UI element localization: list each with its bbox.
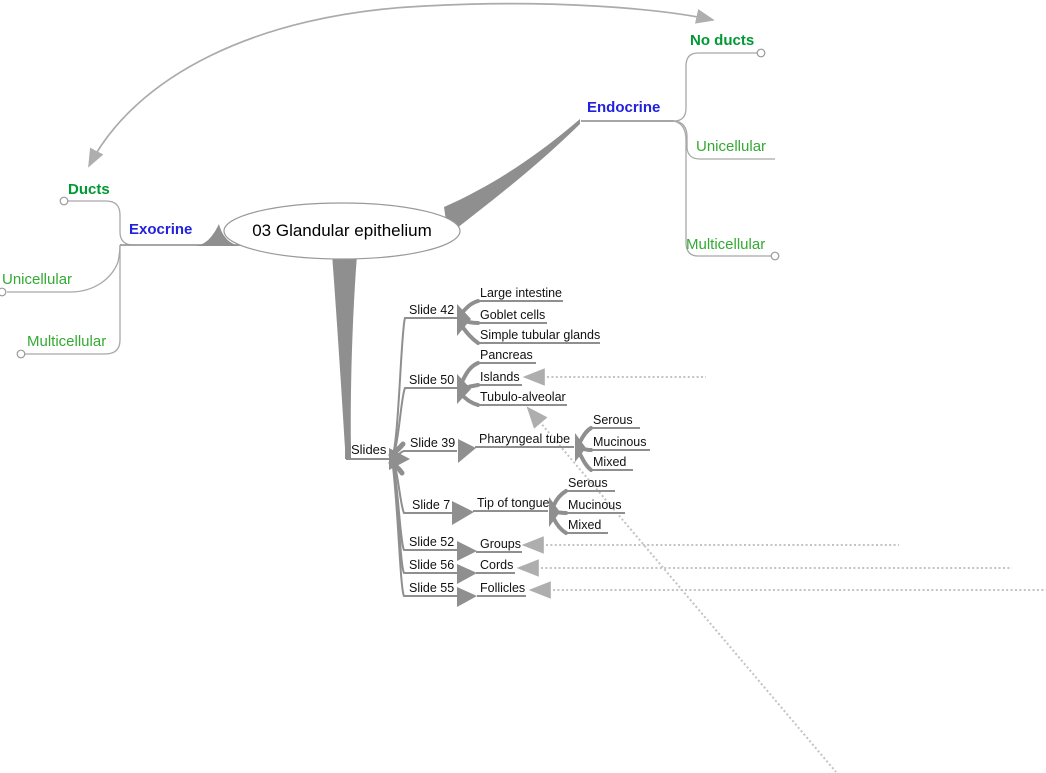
trunk-slides xyxy=(332,254,357,459)
node-ducts[interactable]: Ducts xyxy=(68,181,110,198)
wire-ducts xyxy=(66,200,133,246)
node-slide-42[interactable]: Slide 42 xyxy=(409,303,455,317)
wire-slide39 xyxy=(391,450,457,460)
fold-indicator-unicellular-left[interactable] xyxy=(0,287,7,297)
node-mixed-7[interactable]: Mixed xyxy=(568,518,602,532)
fold-indicator-ducts[interactable] xyxy=(59,196,69,206)
fold-indicator-noducts[interactable] xyxy=(756,48,766,58)
root-node-ellipse[interactable] xyxy=(223,202,461,260)
node-slides[interactable]: Slides xyxy=(351,442,387,457)
tri-slide39 xyxy=(458,439,476,463)
wire-slide55 xyxy=(391,458,457,597)
fold-indicator-multicellular-left[interactable] xyxy=(16,349,26,359)
tri-slide55 xyxy=(457,587,477,607)
node-islands[interactable]: Islands xyxy=(480,370,520,384)
node-slide-52[interactable]: Slide 52 xyxy=(409,535,455,549)
node-endocrine[interactable]: Endocrine xyxy=(587,99,661,116)
node-serous-7[interactable]: Serous xyxy=(568,476,608,490)
trunk-endocrine xyxy=(444,119,580,235)
node-cords[interactable]: Cords xyxy=(480,558,514,572)
node-groups[interactable]: Groups xyxy=(480,537,521,551)
tri-slide52 xyxy=(457,541,477,561)
node-root[interactable]: 03 Glandular epithelium xyxy=(252,221,432,240)
node-pharyngeal-tube[interactable]: Pharyngeal tube xyxy=(479,432,571,446)
node-slide-56[interactable]: Slide 56 xyxy=(409,558,455,572)
wire-multicellular-left xyxy=(25,245,121,355)
node-exocrine[interactable]: Exocrine xyxy=(129,221,193,238)
node-no-ducts[interactable]: No ducts xyxy=(690,32,755,49)
node-tubulo-alveolar[interactable]: Tubulo-alveolar xyxy=(480,390,566,404)
wire-unicellular-right xyxy=(673,120,775,160)
tri-slide7 xyxy=(452,501,474,525)
node-pancreas[interactable]: Pancreas xyxy=(480,348,533,362)
node-slide-7[interactable]: Slide 7 xyxy=(412,498,451,512)
node-unicellular-left[interactable]: Unicellular xyxy=(2,271,73,288)
trunk-exocrine xyxy=(196,224,240,246)
curved-link-ducts-noducts xyxy=(88,2,715,168)
node-unicellular-right[interactable]: Unicellular xyxy=(696,138,767,155)
wire-multicellular-right xyxy=(673,120,771,257)
node-large-intestine[interactable]: Large intestine xyxy=(480,286,563,300)
node-multicellular-right[interactable]: Multicellular xyxy=(686,236,766,253)
wire-slide50 xyxy=(391,387,457,460)
node-goblet-cells[interactable]: Goblet cells xyxy=(480,308,546,322)
node-slide-39[interactable]: Slide 39 xyxy=(410,436,456,450)
wire-noducts xyxy=(673,52,757,122)
node-follicles[interactable]: Follicles xyxy=(480,581,526,595)
node-mucinous-7[interactable]: Mucinous xyxy=(568,498,622,512)
node-simple-tubular-glands[interactable]: Simple tubular glands xyxy=(480,328,601,342)
tri-slide56 xyxy=(457,564,477,584)
node-slide-55[interactable]: Slide 55 xyxy=(409,581,455,595)
wire-slide56 xyxy=(391,458,457,574)
node-multicellular-left[interactable]: Multicellular xyxy=(27,333,107,350)
node-mixed-39[interactable]: Mixed xyxy=(593,455,627,469)
node-tip-of-tongue[interactable]: Tip of tongue xyxy=(477,496,550,510)
node-serous-39[interactable]: Serous xyxy=(593,413,633,427)
node-mucinous-39[interactable]: Mucinous xyxy=(593,435,647,449)
node-slide-50[interactable]: Slide 50 xyxy=(409,373,455,387)
fold-indicator-multicellular-right[interactable] xyxy=(770,251,780,261)
